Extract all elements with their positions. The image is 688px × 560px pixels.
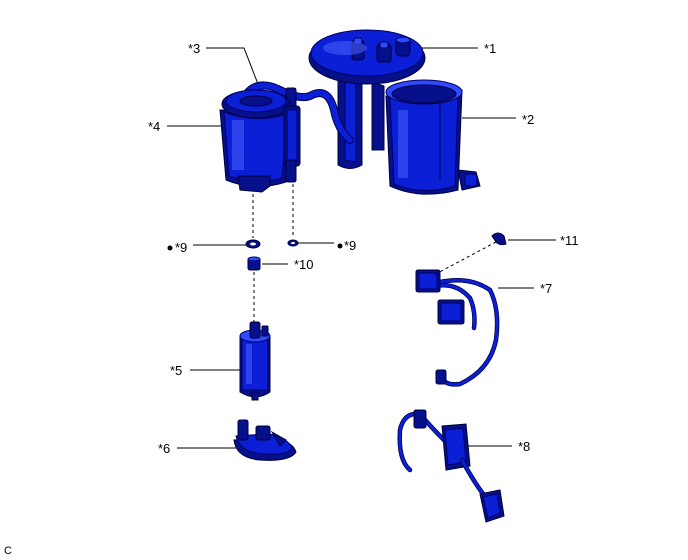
bullet-dot-9-left — [167, 245, 173, 251]
leader-lines — [167, 47, 556, 449]
callout-2: *2 — [522, 112, 534, 127]
bullet-dot-9-right — [337, 243, 343, 249]
callout-7: *7 — [540, 281, 552, 296]
part-2-sub-tank — [385, 79, 481, 195]
callout-8: *8 — [518, 439, 530, 454]
part-8-fuel-sender-gauge — [397, 409, 505, 523]
callout-10: *10 — [294, 257, 314, 272]
part-9-o-ring-left — [245, 239, 261, 249]
part-4-fuel-filter — [219, 89, 301, 193]
callout-11: *11 — [560, 233, 579, 248]
callout-9-right: *9 — [344, 238, 356, 253]
part-7-wire-harness — [415, 269, 500, 387]
callout-1: *1 — [484, 41, 496, 56]
part-10-cushion — [247, 256, 261, 271]
part-11-clamp — [491, 232, 507, 246]
callout-4: *4 — [148, 119, 160, 134]
figure-code: C — [4, 545, 12, 557]
part-3-fuel-hose — [244, 81, 354, 144]
part-6-suction-filter — [233, 419, 297, 461]
callout-6: *6 — [158, 441, 170, 456]
part-5-fuel-pump — [239, 321, 271, 401]
part-1-flange-cap — [308, 29, 426, 169]
callout-5: *5 — [170, 363, 182, 378]
part-9-o-ring-right — [287, 239, 299, 247]
install-guide-lines — [252, 184, 497, 324]
callout-9-left: *9 — [175, 240, 187, 255]
callout-3: *3 — [188, 41, 200, 56]
